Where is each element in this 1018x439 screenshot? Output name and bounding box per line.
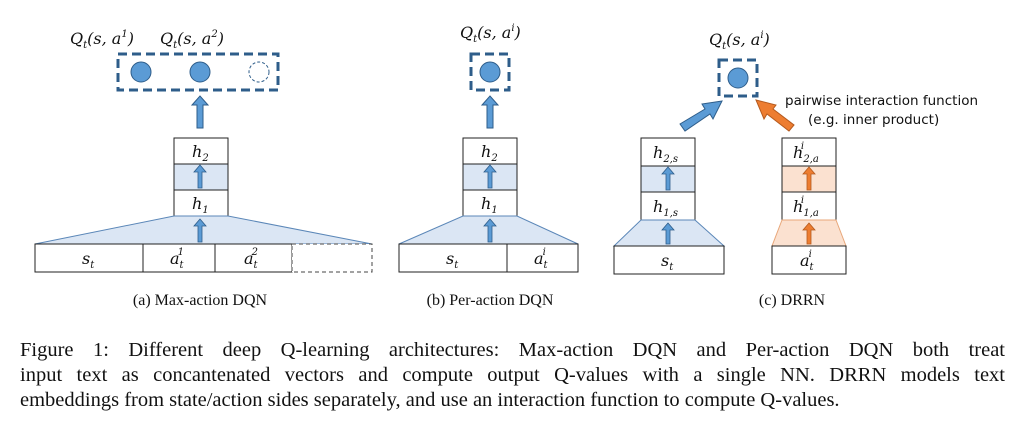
q-output-box xyxy=(717,58,759,98)
hidden-layer-2 xyxy=(462,137,518,165)
q-value-node-empty xyxy=(248,61,270,83)
panel-c-caption: (c) DRRN xyxy=(759,292,826,309)
q-label-a2: Qt(s, a2) xyxy=(160,29,224,51)
h1a-label: h1,ai xyxy=(793,195,819,219)
caption-line-3: embeddings from state/action sides separ… xyxy=(20,389,840,411)
figure-caption: Figure 1: Different deep Q-learning arch… xyxy=(20,338,1005,413)
input-st-label: st xyxy=(446,249,459,271)
hidden-layer-1 xyxy=(173,189,229,217)
q-label-a1: Qt(s, a1) xyxy=(70,29,134,51)
h1s-label: h1,s xyxy=(653,197,678,219)
q-value-node xyxy=(479,61,501,83)
up-arrow-icon xyxy=(193,218,207,243)
caption-line-2: input text as concantenated vectors and … xyxy=(20,364,1005,386)
state-to-q-arrow-icon xyxy=(679,100,723,132)
hidden-layer-1 xyxy=(462,189,518,217)
panel-drrn: Qt(s, ai) pairwise interaction function … xyxy=(612,30,978,309)
action-hidden-layer-1 xyxy=(781,191,837,221)
panel-b-caption: (b) Per-action DQN xyxy=(427,292,554,309)
up-arrow-icon xyxy=(480,95,500,129)
up-arrow-icon xyxy=(190,95,210,129)
caption-line-1: Figure 1: Different deep Q-learning arch… xyxy=(20,339,1005,361)
up-arrow-icon xyxy=(483,218,497,243)
state-hidden-layer-2 xyxy=(640,137,696,167)
input-projection xyxy=(34,215,373,245)
q-value-node xyxy=(727,67,749,89)
up-arrow-icon xyxy=(802,222,816,245)
input-at1-label: at1 xyxy=(170,247,185,271)
h2-label: h2 xyxy=(481,142,498,164)
panel-a-caption: (a) Max-action DQN xyxy=(133,292,268,309)
input-action-i xyxy=(771,245,847,275)
state-hidden-layer-1 xyxy=(640,191,696,221)
input-state xyxy=(398,243,508,273)
action-to-q-arrow-icon xyxy=(755,99,795,132)
q-value-node xyxy=(130,61,152,83)
h2a-label: h2,ai xyxy=(793,141,819,165)
input-state xyxy=(613,245,725,275)
panel-max-action-dqn: Qt(s, a1) Qt(s, a2) h2 h1 st at1 at2 (a)… xyxy=(34,29,373,309)
up-arrow-icon xyxy=(483,164,497,189)
annotation-line-2: (e.g. inner product) xyxy=(808,112,939,128)
input-st-label: st xyxy=(82,249,95,271)
architecture-figure: Qt(s, a1) Qt(s, a2) h2 h1 st at1 at2 (a)… xyxy=(34,23,978,309)
q-label-ai: Qt(s, ai) xyxy=(460,23,521,45)
q-label-ai: Qt(s, ai) xyxy=(709,30,770,52)
panel-per-action-dqn: Qt(s, ai) h2 h1 st ati (b) Per-action DQ… xyxy=(398,23,579,309)
input-action-empty xyxy=(291,243,373,273)
input-ati-label: ati xyxy=(800,249,815,273)
h2s-label: h2,s xyxy=(653,143,678,165)
up-arrow-icon xyxy=(661,166,675,191)
input-at2-label: at2 xyxy=(244,247,259,271)
h1-label: h1 xyxy=(192,194,209,216)
annotation-line-1: pairwise interaction function xyxy=(785,93,978,109)
input-ati-label: ati xyxy=(534,247,549,271)
action-hidden-layer-2 xyxy=(781,137,837,167)
h1-label: h1 xyxy=(481,194,498,216)
h2-label: h2 xyxy=(192,142,209,164)
q-value-node xyxy=(189,61,211,83)
input-action-i xyxy=(506,243,579,273)
up-arrow-icon xyxy=(802,166,816,191)
q-output-box xyxy=(469,52,511,92)
input-st-label: st xyxy=(661,251,674,273)
up-arrow-icon xyxy=(661,222,675,245)
hidden-layer-2 xyxy=(173,137,229,165)
up-arrow-icon xyxy=(193,164,207,189)
